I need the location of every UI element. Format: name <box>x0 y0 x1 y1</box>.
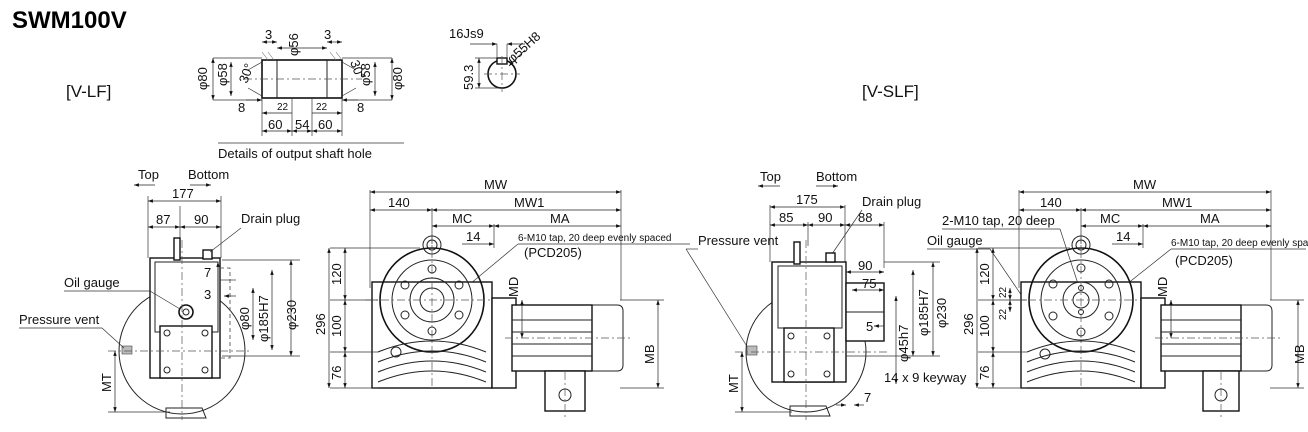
dim-ma-r: MA <box>1200 211 1220 226</box>
dim-phi80: φ80 <box>237 307 252 330</box>
dim-22-b: 22 <box>998 308 1009 320</box>
dim-shaft-phi80-right: φ80 <box>390 67 405 90</box>
tap6-label-r: 6-M10 tap, 20 deep evenly spaced <box>1171 238 1308 249</box>
key-bore-label: φ55H8 <box>504 29 543 67</box>
dim-175: 175 <box>796 192 818 207</box>
dim-mc: MC <box>452 211 472 226</box>
dim-shaft-8-right: 8 <box>357 100 364 115</box>
dim-mw-r: MW <box>1133 177 1157 192</box>
bolt-holes-left <box>400 264 464 336</box>
dim-3: 3 <box>204 287 211 302</box>
dim-mc-r: MC <box>1100 211 1120 226</box>
right-front-view: MW 140 MW1 MC MA 14 2-M10 tap, 20 deep O… <box>927 177 1308 418</box>
dim-phi230-r: φ230 <box>934 298 949 328</box>
oil-gauge-label: Oil gauge <box>64 275 120 290</box>
dim-shaft-22-right: 22 <box>316 102 328 113</box>
dim-mb: MB <box>642 345 657 365</box>
tap-label: 6-M10 tap, 20 deep evenly spaced <box>518 233 671 244</box>
pcd-label: (PCD205) <box>524 245 582 260</box>
pressure-vent-label-r: Pressure vent <box>698 233 779 248</box>
dim-mw1: MW1 <box>514 195 544 210</box>
dim-90-r: 90 <box>818 210 832 225</box>
dim-85: 85 <box>779 210 793 225</box>
dim-phi45h7: φ45h7 <box>896 325 911 362</box>
dim-88: 88 <box>858 210 872 225</box>
model-title: SWM100V <box>12 7 127 34</box>
dim-mt-r: MT <box>726 374 741 393</box>
dim-100: 100 <box>329 315 344 337</box>
key-depth-label: 59.3 <box>461 65 476 90</box>
dim-shaft-60-right: 60 <box>318 117 332 132</box>
top-direction-label: Top <box>138 167 159 182</box>
dim-shaft-22-left: 22 <box>277 102 289 113</box>
pcd-label-r: (PCD205) <box>1175 253 1233 268</box>
pressure-vent-label: Pressure vent <box>19 312 100 327</box>
dim-shaft-8-left: 8 <box>238 100 245 115</box>
dim-phi185h7: φ185H7 <box>256 295 271 342</box>
key-detail: 16Js9 φ55H8 59.3 <box>449 26 543 92</box>
keyway-label: 14 x 9 keyway <box>884 370 967 385</box>
dim-mw1-r: MW1 <box>1162 195 1192 210</box>
tap2-label: 2-M10 tap, 20 deep <box>942 213 1055 228</box>
dim-90-shaft: 90 <box>858 258 872 273</box>
dim-phi185h7-r: φ185H7 <box>916 289 931 336</box>
drain-plug-label: Drain plug <box>241 211 300 226</box>
view-label-v-lf: [V-LF] <box>66 82 111 101</box>
dim-shaft-30-left: 30° <box>236 61 257 85</box>
dim-177: 177 <box>172 186 194 201</box>
dim-140-r: 140 <box>1040 195 1062 210</box>
dim-120-r: 120 <box>977 263 992 285</box>
view-label-v-slf: [V-SLF] <box>862 82 919 101</box>
dim-87: 87 <box>156 212 170 227</box>
dim-7-r: 7 <box>864 390 871 405</box>
dim-mb-r: MB <box>1292 345 1307 365</box>
dim-shaft-60-left: 60 <box>268 117 282 132</box>
shaft-detail-caption: Details of output shaft hole <box>218 146 372 161</box>
bottom-direction-label-r: Bottom <box>816 169 857 184</box>
bolt-holes-right <box>1048 263 1114 337</box>
dim-shaft-3-left: 3 <box>265 27 272 42</box>
dim-shaft-phi56: φ56 <box>286 33 301 56</box>
dim-140: 140 <box>388 195 410 210</box>
left-front-view: MW 140 MW1 MC MA 14 6-M10 tap, 20 deep e… <box>313 177 690 418</box>
dim-296-r: 296 <box>961 313 976 335</box>
dim-shaft-3-right: 3 <box>324 27 331 42</box>
dim-shaft-30-right: 30° <box>347 58 368 82</box>
dim-296: 296 <box>313 313 328 335</box>
dim-phi230: φ230 <box>284 300 299 330</box>
dim-7: 7 <box>204 265 211 280</box>
bottom-direction-label: Bottom <box>188 167 229 182</box>
left-side-view: Top Bottom 177 87 90 Drain plug Oil gaug… <box>19 167 300 420</box>
dim-14: 14 <box>466 229 480 244</box>
dim-mw: MW <box>484 177 508 192</box>
right-side-view: Top Bottom 175 85 90 88 Drain plug Press… <box>685 169 967 420</box>
oil-gauge-label-r: Oil gauge <box>927 233 983 248</box>
dim-md: MD <box>506 277 521 297</box>
dim-mt: MT <box>99 373 114 392</box>
dim-14-r: 14 <box>1116 229 1130 244</box>
dim-100-r: 100 <box>977 315 992 337</box>
dim-90: 90 <box>194 212 208 227</box>
dim-shaft-phi58-right: φ58 <box>358 63 373 86</box>
dim-shaft-phi80-left: φ80 <box>195 67 210 90</box>
dim-22-a: 22 <box>998 286 1009 298</box>
dim-5: 5 <box>866 319 873 334</box>
dim-md-r: MD <box>1155 277 1170 297</box>
dim-75: 75 <box>862 276 876 291</box>
dim-120: 120 <box>329 263 344 285</box>
dim-shaft-54: 54 <box>295 117 309 132</box>
dim-shaft-phi58-left: φ58 <box>215 63 230 86</box>
top-direction-label-r: Top <box>760 169 781 184</box>
key-width-label: 16Js9 <box>449 26 484 41</box>
dim-ma: MA <box>550 211 570 226</box>
shaft-hole-detail: 3 φ56 3 φ80 φ58 30° 30° φ58 φ80 8 8 22 2… <box>195 27 405 161</box>
drain-plug-label-r: Drain plug <box>862 194 921 209</box>
dim-76-r: 76 <box>977 366 992 380</box>
dim-76: 76 <box>329 366 344 380</box>
